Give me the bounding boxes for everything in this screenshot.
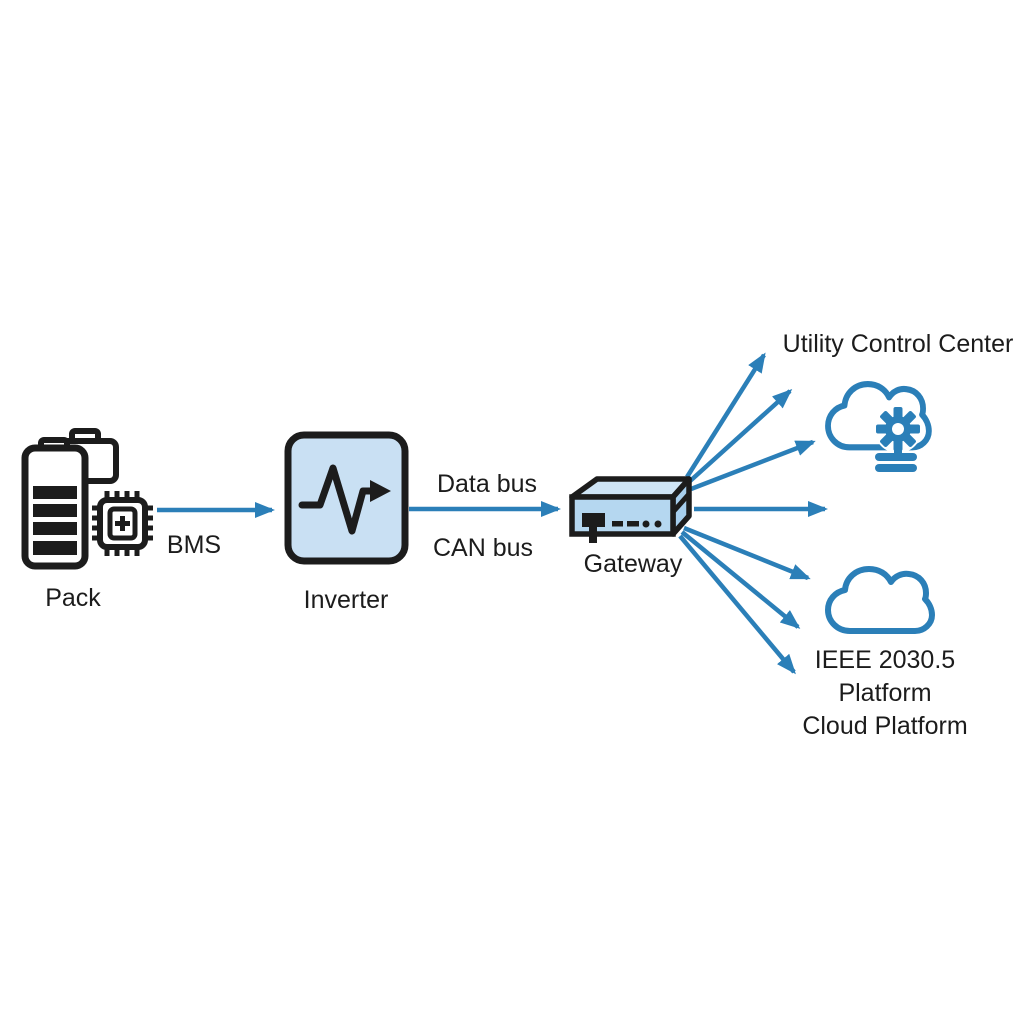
arrow-gateway-lower-right (680, 530, 801, 629)
cloud-platform-label: IEEE 2030.5 Platform Cloud Platform (802, 644, 967, 743)
bms-chip-icon (92, 491, 153, 556)
utility-control-center-label: Utility Control Center (782, 330, 1014, 358)
data-bus-label: Data bus (436, 470, 538, 498)
bms-label: BMS (166, 531, 222, 559)
cloud-gear-icon (825, 381, 932, 472)
waveform-arrowhead (370, 480, 391, 502)
inverter-label: Inverter (303, 586, 389, 614)
connection-arrows (157, 352, 828, 675)
pulse-waveform (298, 464, 378, 535)
ieee-2030-5-line: IEEE 2030.5 (814, 646, 956, 674)
inverter-waveform-icon (284, 431, 409, 565)
gateway-device-icon (569, 476, 692, 543)
gear-icon (876, 407, 920, 451)
pack-label: Pack (45, 584, 101, 612)
arrow-gateway-to-platform (678, 534, 796, 675)
cloud-icon (825, 566, 935, 634)
can-bus-label: CAN bus (432, 534, 534, 562)
arrow-gateway-upper-right (690, 439, 816, 492)
battery-pack-icon (21, 428, 119, 570)
arrow-gateway-to-cloud (683, 525, 811, 581)
gear-base-bars (875, 441, 917, 472)
gateway-front-ports (582, 513, 662, 543)
plus-icon (115, 516, 130, 531)
battery-charge-bars (33, 486, 77, 555)
cloud-platform-line: Cloud Platform (802, 712, 968, 740)
gateway-label: Gateway (583, 550, 683, 578)
arrow-gateway-to-cloud-gear (687, 388, 793, 484)
platform-line: Platform (838, 679, 932, 707)
arrow-gateway-to-utility (685, 352, 766, 479)
chip-pins (92, 491, 153, 556)
